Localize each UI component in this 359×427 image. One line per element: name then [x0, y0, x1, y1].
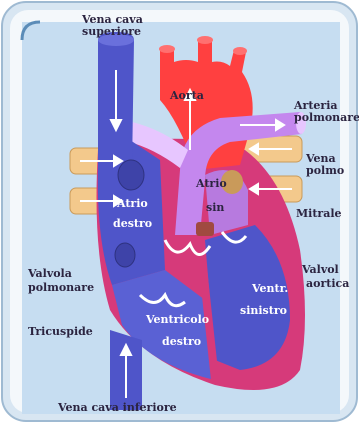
label-left-atrium-2: sin [206, 202, 224, 213]
label-aortic-valve-1: Valvol [302, 264, 339, 275]
label-superior-vena-cava-1: Vena cava [82, 14, 143, 25]
label-pulmonary-artery-2: polmonare [294, 112, 359, 123]
label-pulmonary-valve-1: Valvola [28, 268, 72, 279]
label-inferior-vena-cava: Vena cava inferiore [58, 402, 177, 413]
label-superior-vena-cava-2: superiore [82, 26, 141, 37]
atrium-opening [118, 160, 144, 190]
label-right-ventricle-2: destro [162, 336, 201, 347]
label-pulmonary-vein-2: polmo [306, 165, 344, 176]
coronary-sinus [115, 243, 135, 267]
aorta-branch-1 [159, 45, 175, 53]
label-tricuspid: Tricuspide [28, 326, 93, 337]
label-pulmonary-vein-1: Vena [306, 153, 336, 164]
label-right-atrium-2: destro [113, 218, 152, 229]
label-pulmonary-artery-1: Arteria [294, 100, 338, 111]
aorta-branch-2 [197, 36, 213, 44]
aorta-branch-3 [233, 47, 247, 55]
label-left-atrium-1: Atrio [196, 178, 227, 189]
label-right-atrium-1: Atrio [117, 198, 148, 209]
label-left-ventricle-2: sinistro [240, 305, 287, 316]
aortic-valve [196, 222, 214, 236]
label-left-ventricle-1: Ventr. [252, 283, 288, 294]
label-aorta: Aorta [170, 90, 204, 101]
label-right-ventricle-1: Ventricolo [146, 314, 209, 325]
label-aortic-valve-2: aortica [306, 278, 349, 289]
label-mitral: Mitrale [296, 208, 342, 219]
label-pulmonary-valve-2: polmonare [28, 282, 94, 293]
